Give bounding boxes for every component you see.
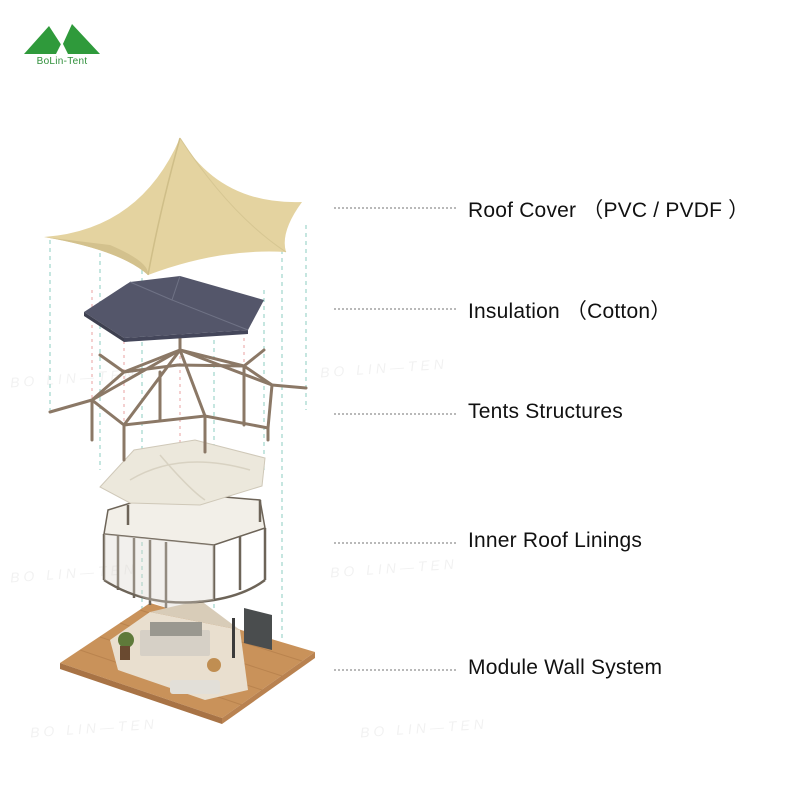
insulation-layer (84, 275, 264, 342)
module-wall-system-floor (60, 600, 315, 724)
brand-logo: BoLin-Tent (22, 20, 102, 70)
module-wall-ring (102, 491, 267, 608)
inner-roof-lining (99, 439, 266, 506)
leader-line (334, 669, 456, 671)
tent-logo-icon (24, 24, 100, 54)
leader-line (334, 207, 456, 209)
leader-line (334, 542, 456, 544)
label-roof-cover: Roof Cover （PVC / PVDF ） (468, 199, 750, 222)
leader-line (334, 413, 456, 415)
roof-cover-layer (44, 137, 302, 276)
tent-frame-structure (48, 328, 308, 462)
leader-line (334, 308, 456, 310)
label-module-wall-system: Module Wall System (468, 656, 663, 679)
label-tents-structures: Tents Structures (468, 400, 623, 423)
label-insulation: Insulation （Cotton） (468, 300, 672, 323)
brand-name: BoLin-Tent (36, 56, 88, 67)
label-inner-roof-linings: Inner Roof Linings (468, 529, 643, 552)
